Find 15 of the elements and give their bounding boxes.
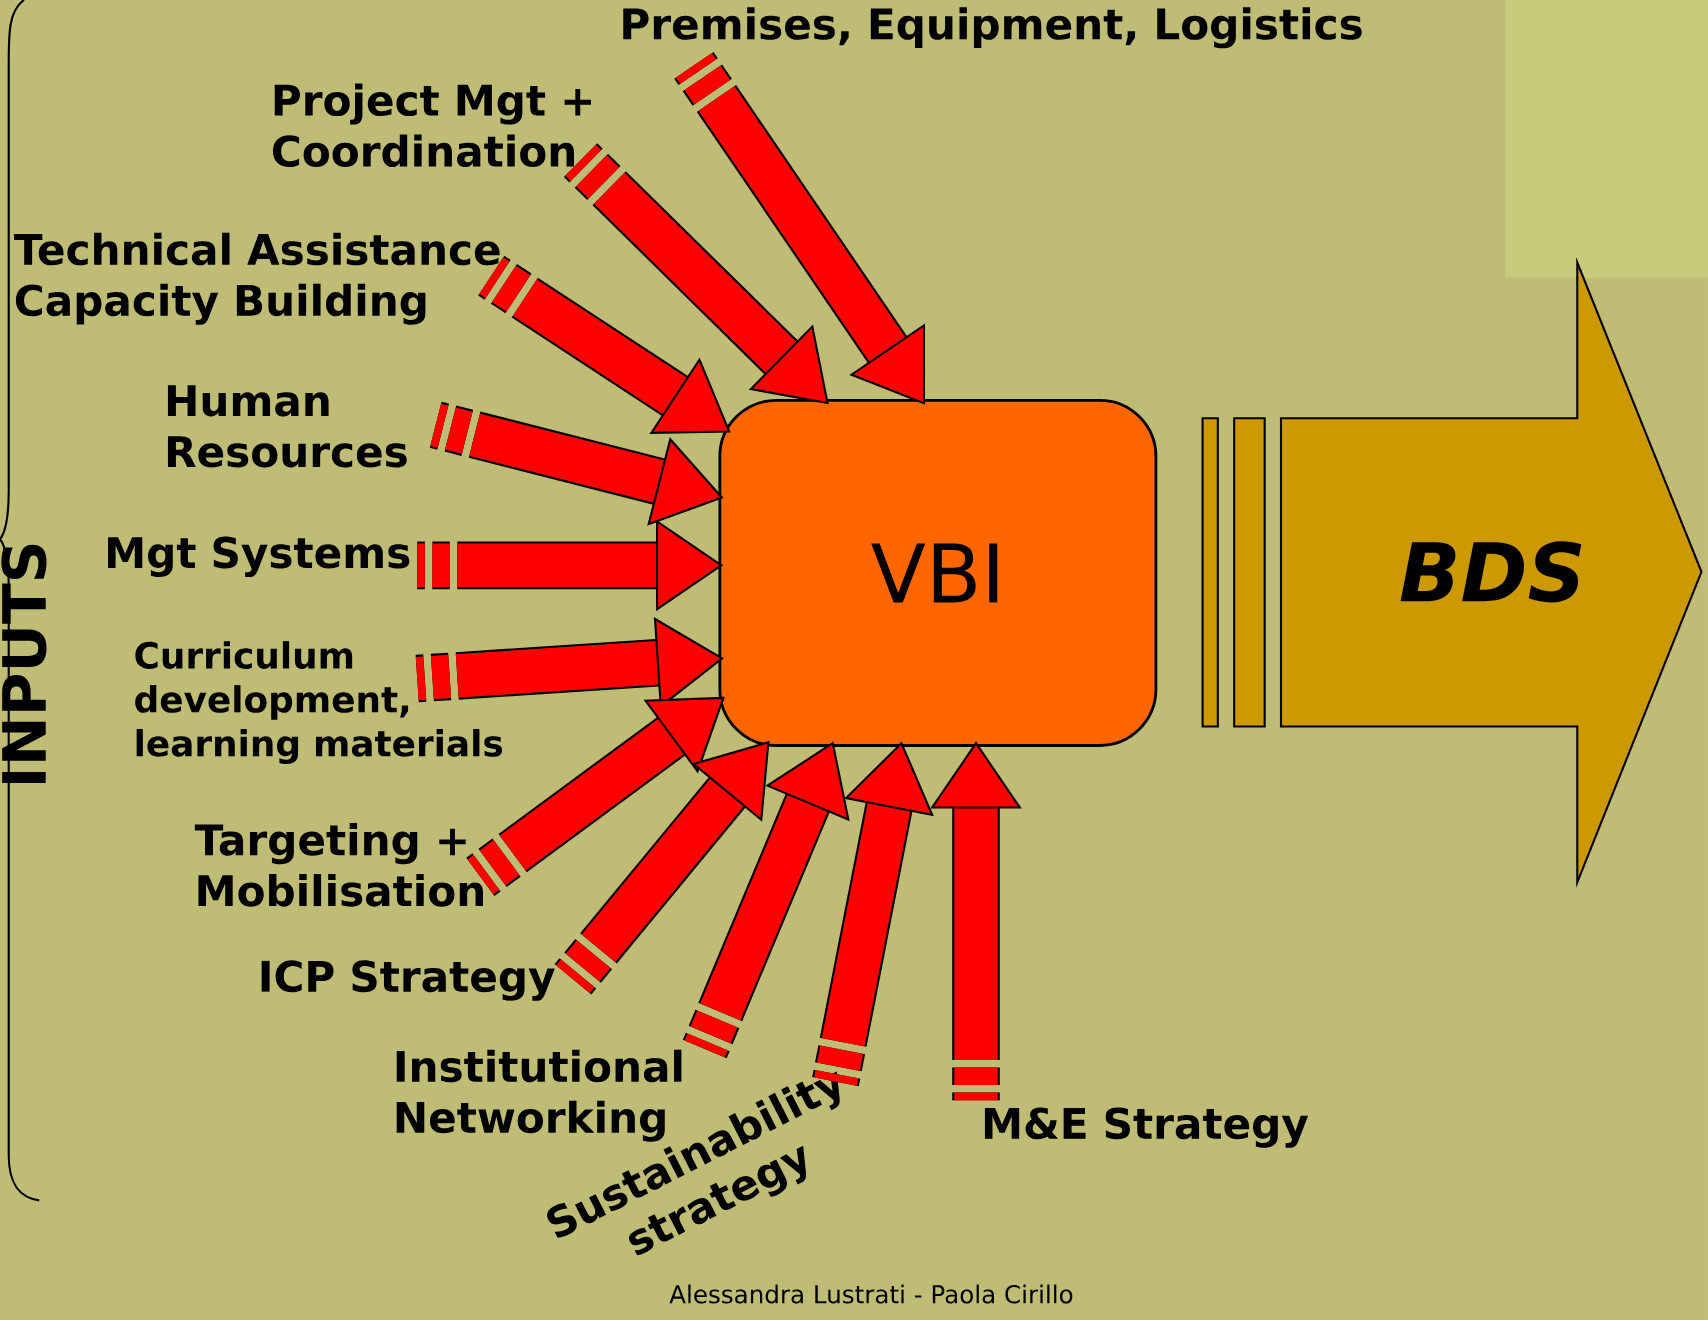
input-label: ICP Strategy (261, 960, 555, 1001)
side-heading: INPUTS (1, 544, 47, 783)
block-arrow (674, 51, 926, 405)
input-label: Premises, Equipment, Logistics (623, 7, 1362, 49)
process-box: VBI (718, 398, 1158, 747)
block-arrow (466, 696, 725, 896)
input-label: Project Mgt + Coordination (272, 83, 591, 167)
input-label: Curriculum development, learning materials (135, 641, 503, 764)
input-label: Targeting + Mobilisation (194, 823, 483, 907)
input-label: Human Resources (167, 385, 407, 468)
block-arrow (478, 255, 731, 434)
input-label: M&E Strategy (984, 1107, 1309, 1148)
input-label: Technical Assistance Capacity Building (14, 232, 500, 325)
footer-text: Alessandra Lustrati - Paola Cirillo (669, 1284, 1073, 1304)
input-label: Mgt Systems (108, 536, 410, 577)
